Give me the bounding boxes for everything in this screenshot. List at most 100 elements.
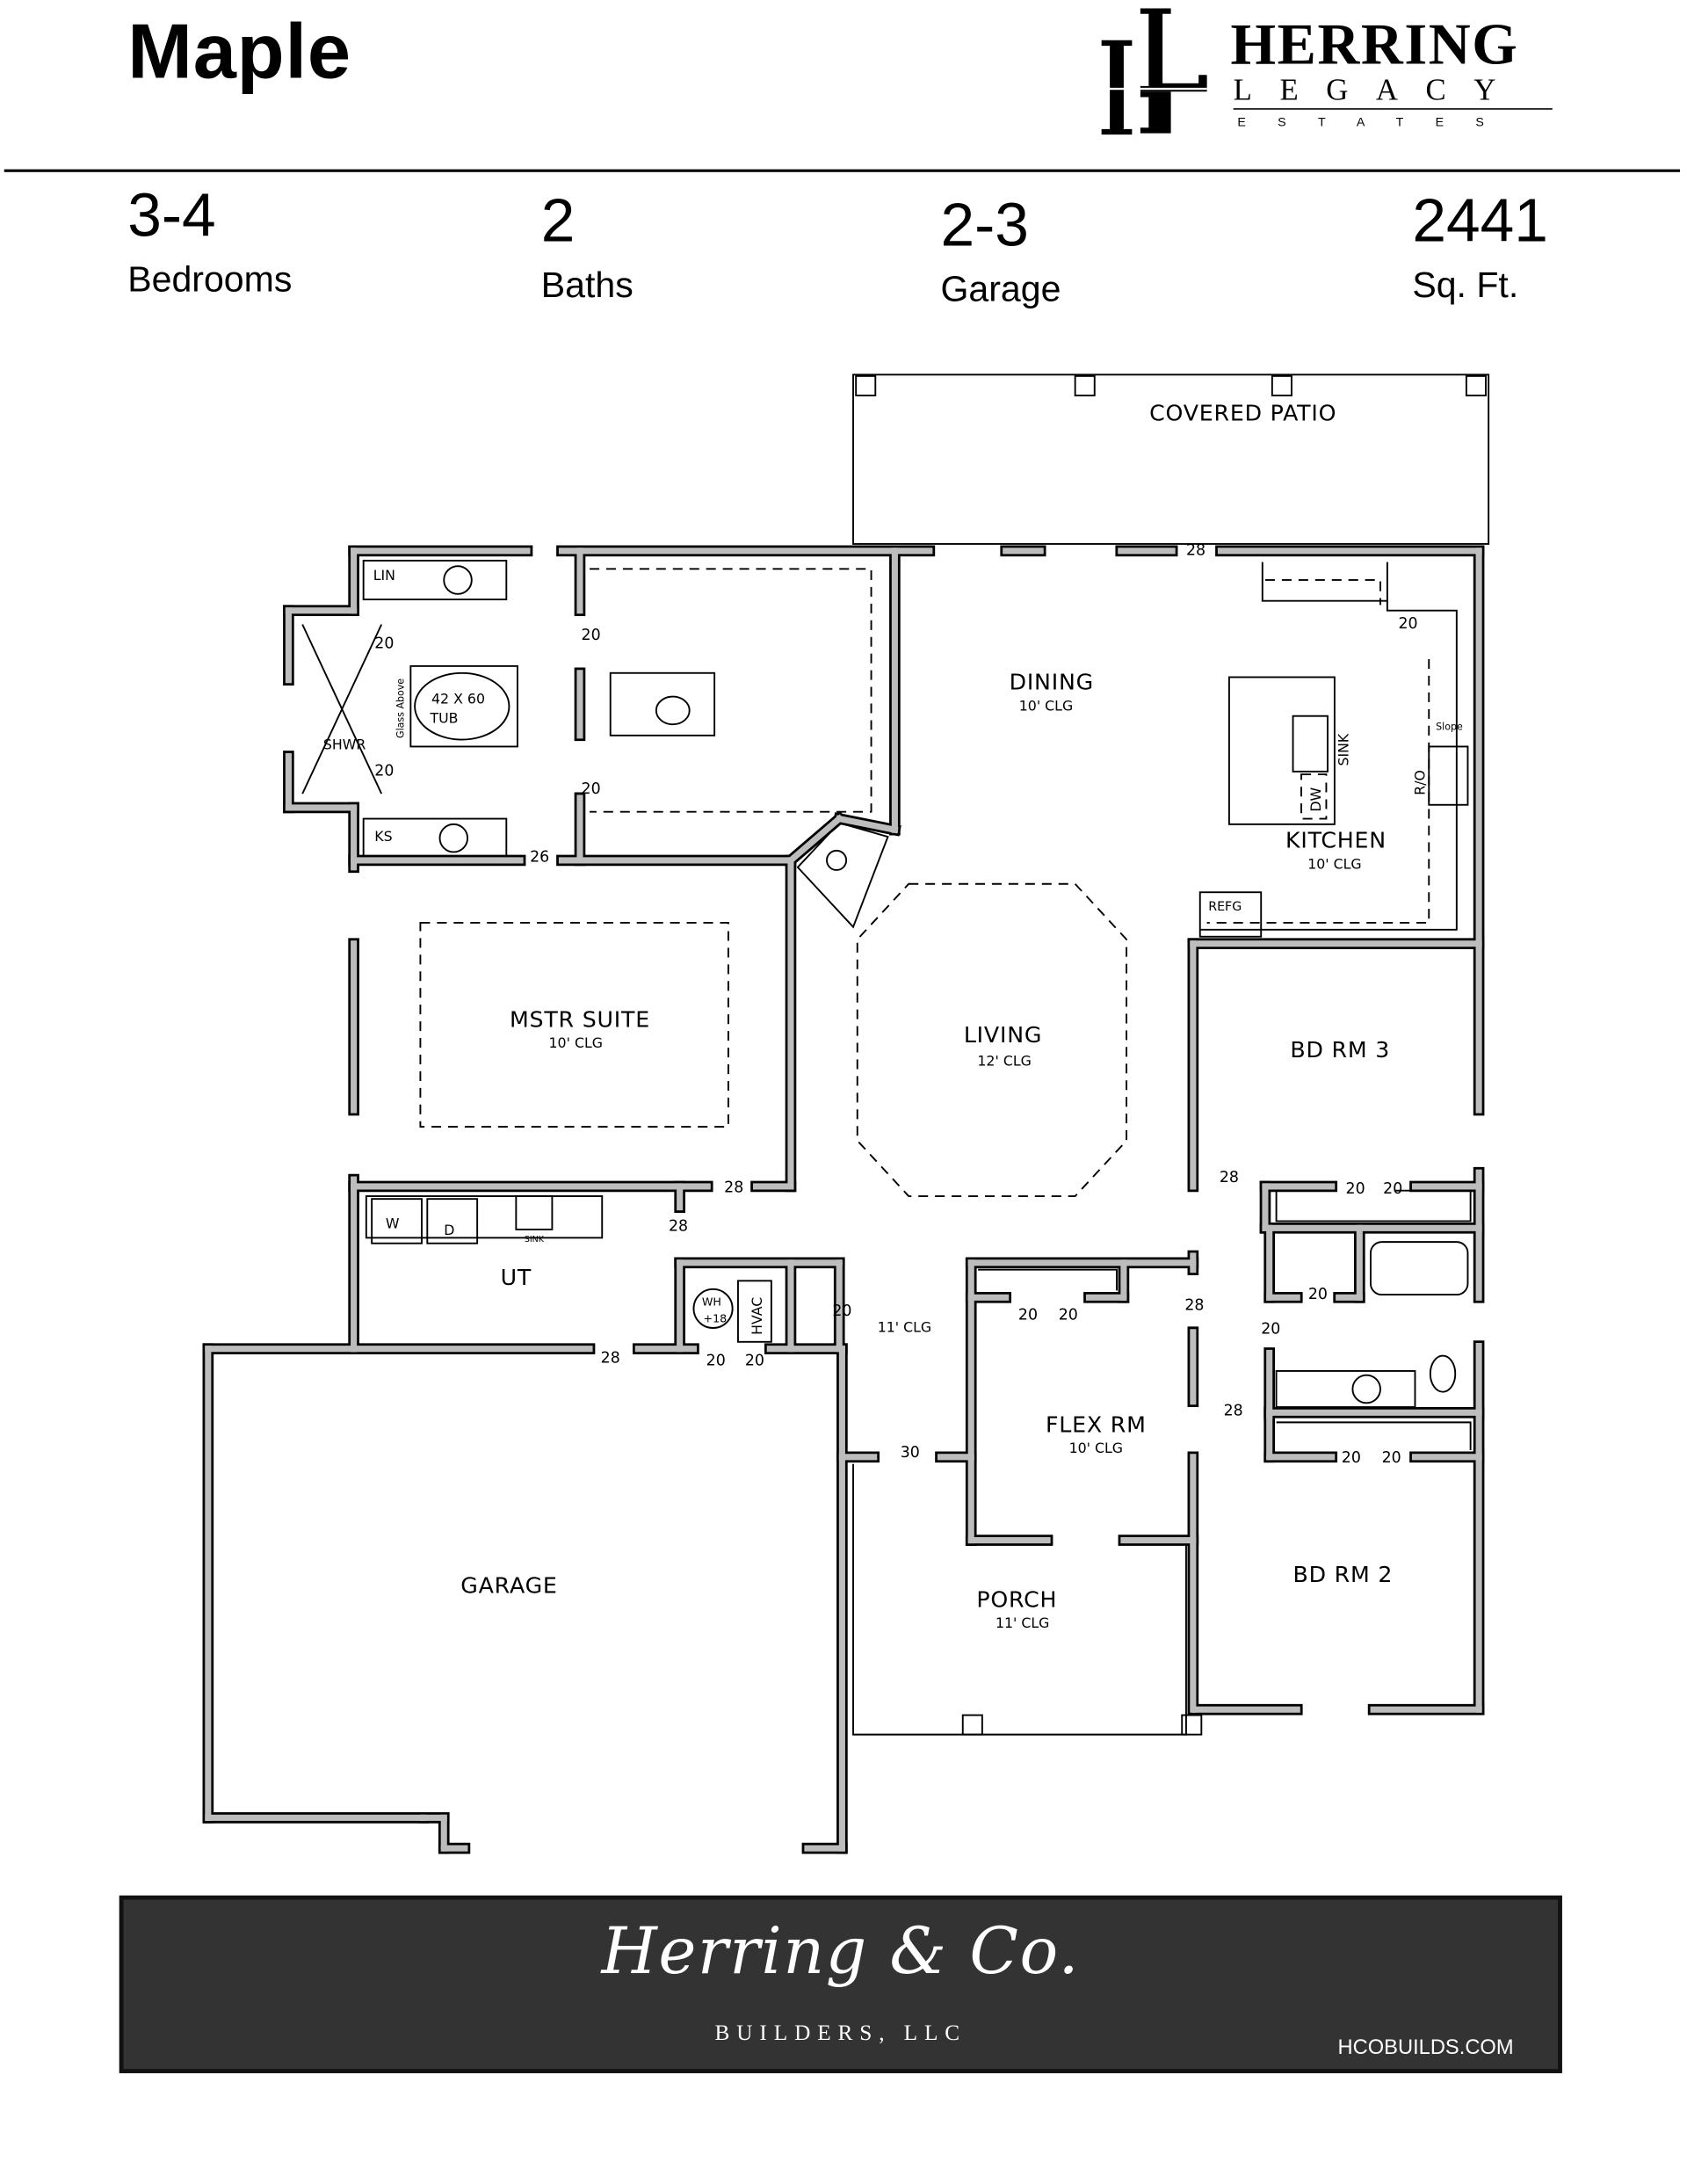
door-label: 30 <box>901 1444 920 1462</box>
covered-patio-outline <box>852 374 1490 545</box>
label-refg: REFG <box>1208 900 1242 914</box>
label-wh: WH <box>702 1295 721 1309</box>
bath-vanity <box>1275 1370 1416 1408</box>
post <box>1271 374 1292 396</box>
kitchen-sink-icon <box>1292 715 1329 773</box>
door-label: 28 <box>724 1179 743 1196</box>
door-label: 20 <box>1382 1449 1401 1467</box>
stat-value: 2 <box>540 187 576 256</box>
label-glass-above: Glass Above <box>395 678 406 738</box>
stat-value: 2-3 <box>940 191 1029 260</box>
washer-icon <box>371 1198 423 1244</box>
wall <box>786 814 844 865</box>
hl-monogram-icon <box>1101 8 1207 135</box>
door-label: 26 <box>530 848 549 866</box>
porch-ceiling: 11' CLG <box>996 1614 1049 1631</box>
logo-legacy: LEGACY <box>1233 72 1524 107</box>
toilet-icon <box>655 695 691 726</box>
mstr-ceiling: 10' CLG <box>549 1034 603 1051</box>
sink-icon <box>438 823 469 853</box>
door-label: 20 <box>1261 1320 1280 1338</box>
door-label: 28 <box>1220 1169 1239 1186</box>
stat-label: Garage <box>940 267 1061 310</box>
label-lin: LIN <box>373 567 395 584</box>
room-ut: UT <box>501 1265 532 1290</box>
walls <box>202 545 1485 1854</box>
door-label: 20 <box>745 1353 764 1370</box>
label-slope: Slope <box>1436 722 1463 733</box>
refrigerator-icon <box>1198 891 1263 938</box>
tub-basin <box>414 671 510 741</box>
plan-title: Maple <box>127 6 351 95</box>
stat-garage: 2-3 Garage <box>940 192 1061 309</box>
patio-posts <box>855 374 1487 1736</box>
door-label: 20 <box>1399 615 1418 633</box>
sink-icon <box>1351 1374 1381 1404</box>
mstr-tray-ceiling <box>419 922 729 1128</box>
door-label: 20 <box>582 627 601 644</box>
porch-outline <box>852 1463 1187 1736</box>
room-living: LIVING <box>964 1022 1042 1048</box>
label-shwr: SHWR <box>323 736 366 753</box>
label-tub: TUB <box>429 710 458 727</box>
door-label: 20 <box>374 635 394 652</box>
water-heater-icon <box>692 1288 734 1329</box>
post <box>1181 1714 1203 1736</box>
room-garage: GARAGE <box>460 1573 557 1599</box>
room-flex-rm: FLEX RM <box>1046 1411 1147 1437</box>
door-label: 20 <box>832 1302 851 1320</box>
herring-legacy-logo: HERRING LEGACY ESTATES <box>1098 5 1563 139</box>
door-label: 28 <box>1184 1296 1204 1314</box>
stat-value: 2441 <box>1412 187 1548 256</box>
door-label: 20 <box>1383 1180 1402 1198</box>
laundry-counter <box>365 1195 604 1239</box>
kitchen-ceiling: 10' CLG <box>1307 855 1361 872</box>
dishwasher-outline <box>1300 773 1328 820</box>
stat-baths: 2 Baths <box>540 187 634 306</box>
living-ceiling: 12' CLG <box>977 1053 1031 1070</box>
bathtub-icon <box>1370 1241 1469 1296</box>
kitchen-counter <box>1199 562 1458 931</box>
door-label: 28 <box>601 1349 620 1367</box>
post <box>961 1714 983 1736</box>
shower-x <box>301 624 383 795</box>
label-ks: KS <box>374 828 392 845</box>
door-label: 20 <box>706 1353 726 1370</box>
website-link[interactable]: HCOBUILDS.COM <box>1337 2035 1514 2060</box>
stat-label: Sq. Ft. <box>1412 263 1519 306</box>
room-dining: DINING <box>1010 670 1094 695</box>
door-label: 20 <box>1018 1307 1038 1324</box>
lin-vanity <box>362 559 508 601</box>
post <box>855 374 877 396</box>
fireplace-circle <box>826 849 848 871</box>
door-labels: 20 20 20 20 26 28 20 28 28 28 20 20 20 3… <box>374 542 1417 1468</box>
label-wh-height: +18 <box>704 1312 728 1325</box>
room-bd-rm-3: BD RM 3 <box>1290 1037 1390 1063</box>
dryer-icon <box>426 1198 479 1244</box>
label-ro: R/O <box>1412 770 1429 795</box>
door-label: 20 <box>1346 1180 1365 1198</box>
room-kitchen: KITCHEN <box>1285 828 1387 853</box>
wc-box <box>609 671 716 736</box>
living-tray-ceiling <box>856 882 1128 1197</box>
label-tub-size: 42 X 60 <box>431 691 485 707</box>
door-label: 28 <box>1186 542 1206 560</box>
dining-ceiling: 10' CLG <box>1019 697 1073 714</box>
label-ut-sink: SINK <box>525 1235 545 1244</box>
post <box>1465 374 1487 396</box>
door-label: 20 <box>1059 1307 1078 1324</box>
builder-footer: Herring & Co. BUILDERS, LLC HCOBUILDS.CO… <box>119 1895 1562 2073</box>
wall <box>836 815 899 834</box>
header-divider <box>4 169 1681 172</box>
label-washer: W <box>386 1215 400 1231</box>
logo-estates: ESTATES <box>1237 115 1517 129</box>
herring-co-script-logo: Herring & Co. <box>601 1913 1081 1989</box>
stat-sqft: 2441 Sq. Ft. <box>1412 187 1548 306</box>
label-dryer: D <box>444 1222 454 1238</box>
stat-label: Baths <box>540 263 634 306</box>
door-label: 20 <box>374 763 394 780</box>
door-label: 20 <box>1308 1286 1328 1303</box>
sink-icon <box>443 565 473 595</box>
door-label: 28 <box>669 1217 688 1235</box>
